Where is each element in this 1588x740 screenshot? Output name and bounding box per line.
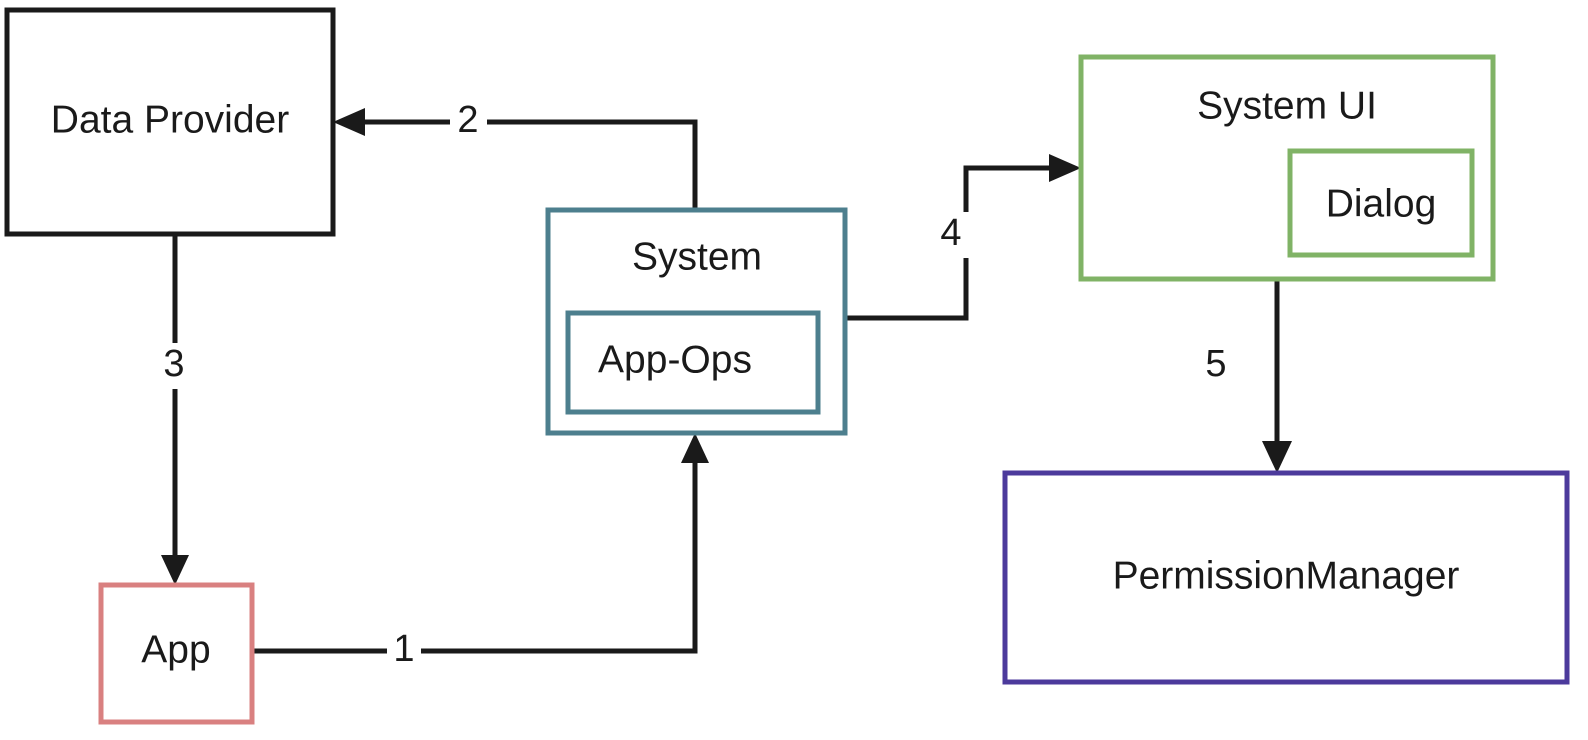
- dialog-label: Dialog: [1326, 182, 1437, 225]
- edges-layer: 1 2 3 4: [157, 99, 1292, 674]
- edge-4-label: 4: [940, 212, 961, 254]
- node-app-ops[interactable]: App-Ops: [565, 310, 821, 415]
- app-label: App: [141, 628, 210, 671]
- node-dialog[interactable]: Dialog: [1287, 148, 1475, 258]
- edge-4-label-bg: [934, 212, 970, 258]
- edge-3-label: 3: [163, 343, 184, 385]
- node-permission-manager[interactable]: PermissionManager: [1002, 470, 1570, 685]
- edge-2-label-bg: [450, 99, 487, 145]
- nodes-layer: Data Provider App System App-Ops System …: [4, 7, 1570, 725]
- edge-5-system-ui-to-permission-manager[interactable]: 5: [1205, 279, 1292, 473]
- edge-1-app-to-system[interactable]: 1: [252, 433, 709, 674]
- edge-3-arrowhead-down: [161, 555, 189, 585]
- edge-1-label-bg: [387, 628, 421, 674]
- edge-5-arrowhead-down: [1262, 441, 1292, 473]
- node-data-provider[interactable]: Data Provider: [4, 7, 336, 237]
- permission-manager-label: PermissionManager: [1113, 554, 1460, 597]
- system-ui-label: System UI: [1197, 84, 1377, 127]
- edge-2-path: [345, 119, 698, 210]
- app-ops-label: App-Ops: [598, 338, 752, 381]
- edge-2-label: 2: [457, 99, 478, 141]
- edge-1-label: 1: [393, 628, 414, 670]
- data-provider-box: [4, 7, 336, 237]
- edge-2-arrowhead-left: [333, 108, 365, 136]
- permission-manager-box: [1002, 470, 1570, 685]
- edge-3-data-provider-to-app[interactable]: 3: [157, 234, 193, 585]
- edge-4-arrowhead-right: [1049, 154, 1081, 182]
- node-app[interactable]: App: [98, 582, 255, 725]
- app-box: [98, 582, 255, 725]
- edge-5-label: 5: [1205, 343, 1226, 385]
- edge-1-arrowhead-up: [681, 433, 709, 463]
- dialog-box: [1287, 148, 1475, 258]
- edge-1-path: [252, 440, 698, 654]
- edge-4-system-to-system-ui[interactable]: 4: [845, 154, 1081, 321]
- edge-3-label-bg: [157, 343, 193, 389]
- data-provider-label: Data Provider: [51, 98, 289, 141]
- app-ops-box: [565, 310, 821, 415]
- system-label: System: [632, 235, 762, 278]
- edge-2-system-to-data-provider[interactable]: 2: [333, 99, 698, 210]
